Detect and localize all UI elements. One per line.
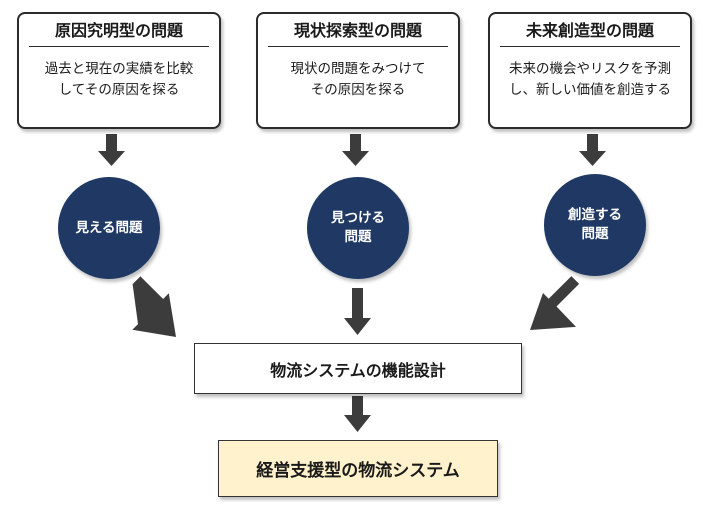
problem-card-description: 過去と現在の実績を比較 してその原因を探る [27, 59, 211, 101]
result-system-box: 経営支援型の物流システム [218, 440, 498, 497]
problem-card-description: 未来の機会やリスクを予測 し、新しい価値を創造する [498, 59, 682, 101]
problem-card-explore: 現状探索型の問題 現状の問題をみつけて その原因を探る [256, 12, 460, 129]
description-line: してその原因を探る [58, 82, 180, 98]
category-label: 見つける [331, 210, 385, 226]
arrow-card-to-circle-2 [342, 134, 369, 166]
category-label: 問題 [581, 226, 609, 242]
result-system-label: 経営支援型の物流システム [256, 461, 460, 481]
problem-card-title: 現状探索型の問題 [268, 21, 448, 47]
description-line: 未来の機会やリスクを予測 [509, 61, 671, 77]
problem-card-title: 未来創造型の問題 [500, 21, 680, 47]
arrow-design-to-result [344, 396, 371, 432]
category-label: 見える問題 [75, 219, 143, 236]
description-line: 過去と現在の実績を比較 [44, 61, 194, 77]
arrow-circle2-to-design [344, 288, 371, 335]
category-circle-create: 創造する 問題 [544, 174, 646, 276]
problem-card-cause: 原因究明型の問題 過去と現在の実績を比較 してその原因を探る [17, 12, 221, 129]
problem-card-title: 原因究明型の問題 [29, 21, 209, 47]
category-circle-find: 見つける 問題 [307, 177, 409, 279]
function-design-label: 物流システムの機能設計 [270, 360, 446, 380]
problem-card-create: 未来創造型の問題 未来の機会やリスクを予測 し、新しい価値を創造する [488, 12, 692, 129]
category-label: 問題 [344, 229, 372, 245]
description-line: し、新しい価値を創造する [509, 82, 671, 98]
description-line: 現状の問題をみつけて [290, 61, 426, 77]
arrow-card-to-circle-3 [579, 134, 606, 166]
description-line: その原因を探る [310, 82, 406, 98]
category-label: 創造する [568, 207, 622, 223]
function-design-box: 物流システムの機能設計 [194, 343, 522, 394]
arrow-circle1-to-design [132, 276, 176, 337]
arrow-card-to-circle-1 [98, 134, 125, 166]
arrow-circle3-to-design [530, 276, 580, 330]
problem-card-description: 現状の問題をみつけて その原因を探る [266, 59, 450, 101]
category-circle-visible: 見える問題 [58, 177, 160, 279]
